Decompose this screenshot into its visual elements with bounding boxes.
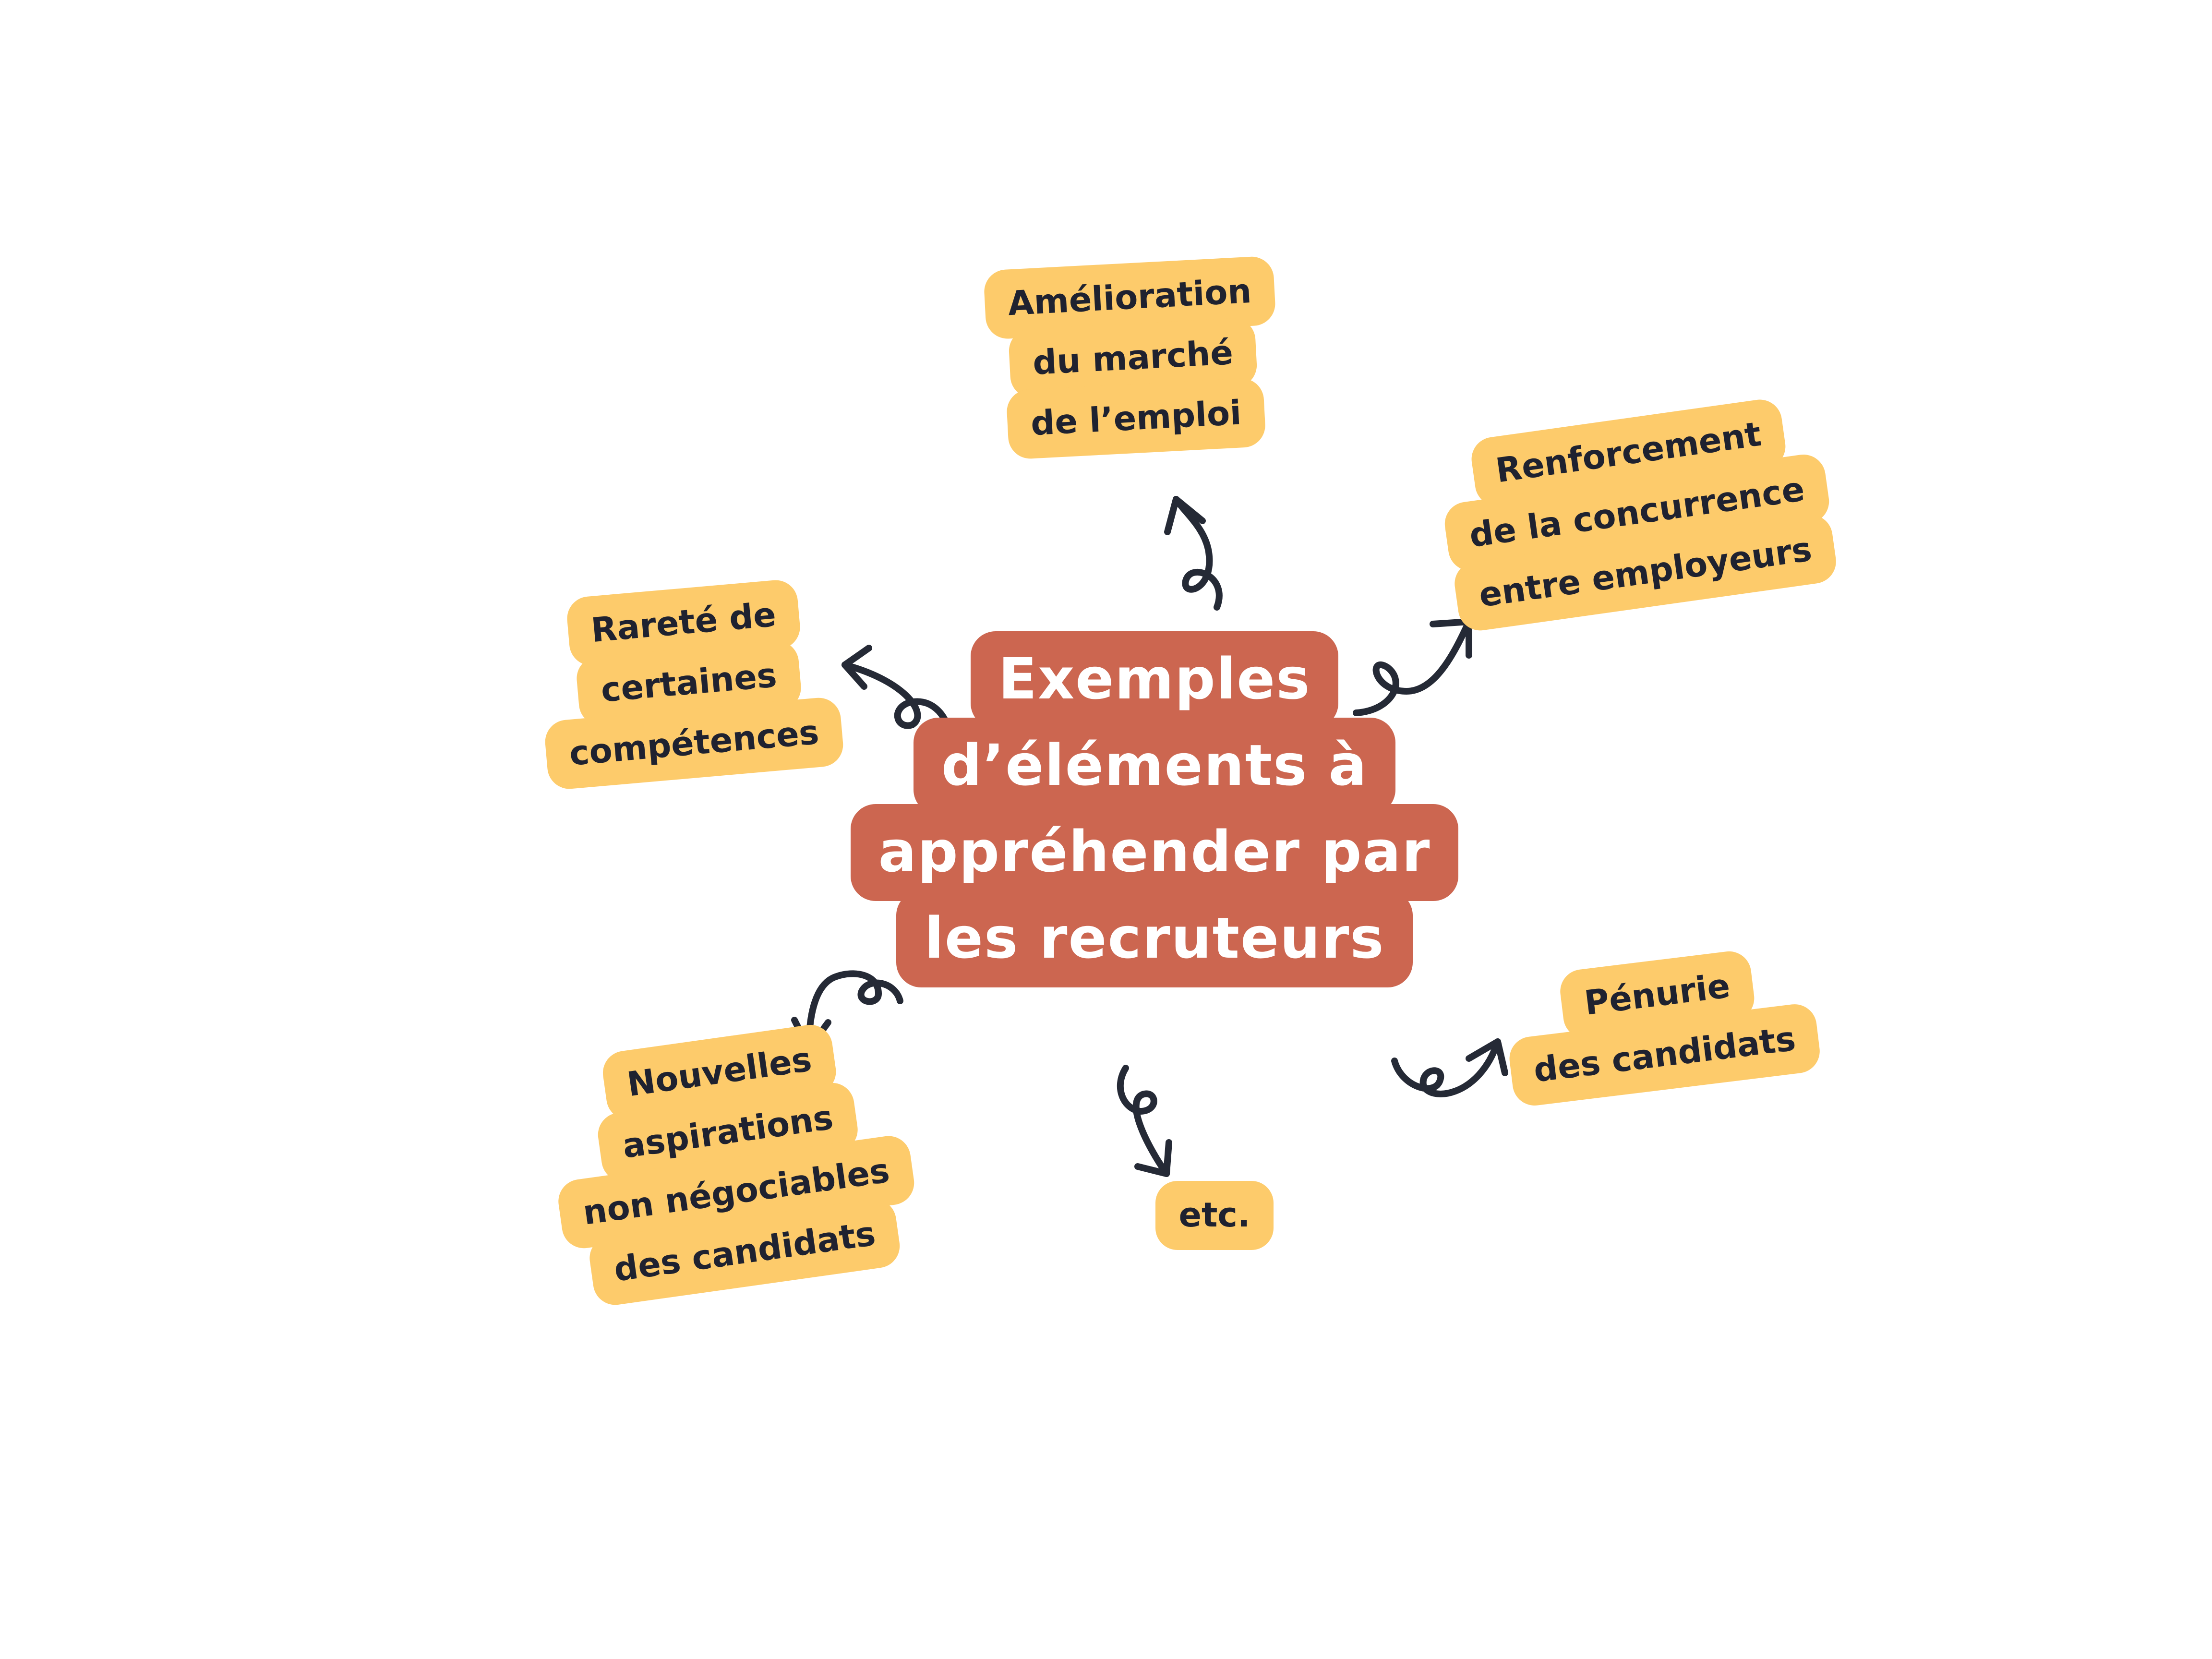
node-etc: etc.	[1152, 1181, 1277, 1250]
central-topic-line: les recruteurs	[896, 890, 1413, 987]
curly-arrow-icon	[1117, 1065, 1172, 1177]
central-topic-line: appréhender par	[850, 804, 1459, 901]
central-topic: Exemples d’éléments à appréhender par le…	[850, 631, 1459, 987]
node-line: etc.	[1155, 1181, 1274, 1250]
node-aspirations: Nouvelles aspirations non négociables de…	[555, 1016, 917, 1308]
curly-arrow-icon	[1391, 1038, 1508, 1097]
central-topic-line: d’éléments à	[913, 718, 1396, 815]
node-rarete: Rareté de certaines compétences	[525, 575, 853, 791]
curly-arrow-icon	[1164, 496, 1223, 611]
node-line: de l’emploi	[1006, 377, 1266, 460]
curly-arrow-icon	[842, 645, 954, 743]
central-topic-line: Exemples	[970, 631, 1339, 728]
node-amelioration: Amélioration du marché de l’emploi	[983, 255, 1276, 460]
